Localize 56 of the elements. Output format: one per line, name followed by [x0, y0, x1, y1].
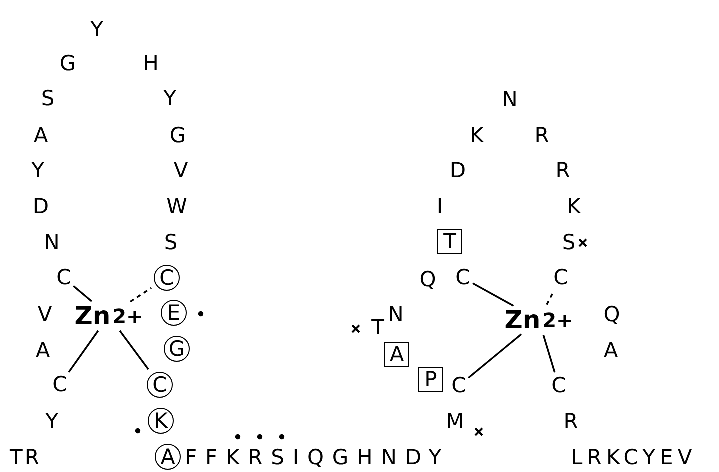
coordination-bond [130, 287, 152, 303]
residue-letter: D [450, 160, 466, 182]
boxed-residue: T [438, 230, 462, 254]
coordination-bond [468, 334, 522, 379]
coordination-bond [542, 335, 556, 373]
residue-letter: Y [46, 412, 58, 432]
residue-letter: Y [32, 160, 44, 182]
residue-letter: R [564, 412, 578, 432]
residue-letter: R [534, 126, 550, 146]
circled-residue: A [155, 444, 181, 470]
sequence-text: LRKCYEV [571, 448, 697, 468]
circled-residue: K [148, 408, 174, 434]
residue-letter: D [32, 196, 50, 218]
residue-letter: S [164, 232, 178, 254]
residue-letter: R [556, 160, 570, 182]
residue-letter: S [562, 232, 576, 254]
residue-letter: Q [420, 270, 436, 290]
residue-letter: C [56, 268, 72, 288]
residue-letter: Q [604, 304, 620, 326]
circled-residue: C [147, 372, 173, 398]
residue-letter: H [143, 54, 159, 74]
boxed-residue: A [384, 342, 410, 368]
residue-letter: C [554, 268, 568, 288]
residue-letter: Y [90, 20, 104, 40]
residue-letter: T [372, 318, 384, 338]
residue-letter: M [446, 412, 464, 432]
residue-letter: C [52, 374, 68, 396]
circled-residue: E [161, 300, 187, 326]
residue-letter: W [166, 196, 188, 218]
residue-letter: C [552, 376, 566, 396]
coordination-bond [68, 330, 100, 373]
boxed-residue: P [418, 368, 444, 392]
residue-letter: C [452, 376, 466, 396]
coordination-bond [73, 285, 92, 302]
circled-residue: G [164, 336, 190, 362]
sequence-text: FFKRSIQGHNDY [185, 448, 450, 468]
residue-letter: Y [164, 88, 176, 110]
residue-letter: K [470, 126, 484, 146]
residue-letter: A [34, 126, 48, 146]
residue-letter: S [41, 88, 55, 110]
residue-letter: A [604, 340, 618, 362]
residue-letter: I [436, 196, 444, 218]
coordination-bond [472, 282, 514, 307]
residue-letter: C [456, 268, 470, 288]
coordination-bond [119, 330, 150, 370]
circled-residue: C [154, 265, 180, 291]
residue-letter: V [38, 304, 52, 326]
residue-letter: K [567, 196, 581, 218]
residue-letter: V [174, 160, 188, 182]
residue-letter: N [388, 304, 404, 326]
residue-letter: G [170, 126, 186, 146]
residue-letter: A [36, 340, 50, 362]
residue-letter: N [502, 90, 518, 110]
residue-letter: G [60, 54, 76, 74]
residue-letter: N [44, 232, 60, 254]
sequence-text: TR [10, 448, 42, 468]
